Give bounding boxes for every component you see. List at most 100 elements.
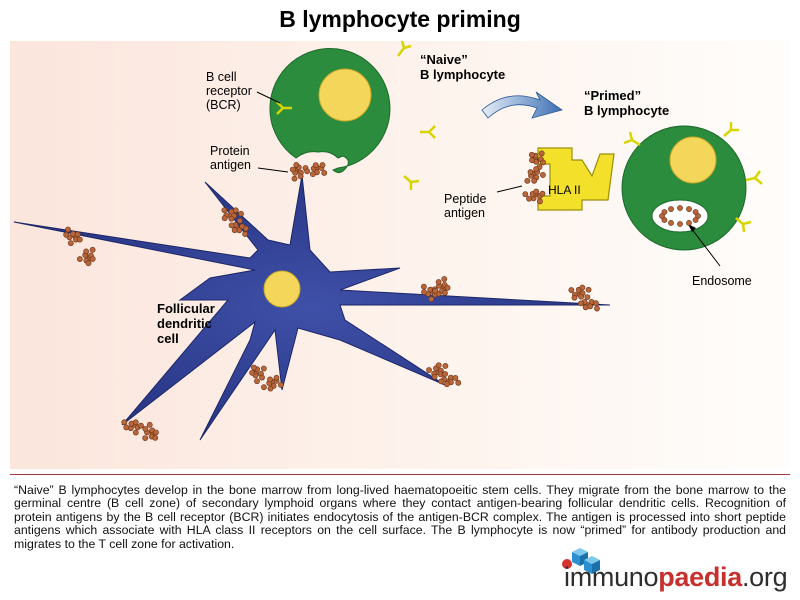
antigen-bead — [65, 226, 71, 233]
antigen-bead — [585, 286, 592, 293]
antigen-bead — [297, 173, 304, 180]
antigen-bead — [578, 293, 585, 300]
antigen-bead — [67, 240, 74, 247]
endosome-antigen-bead — [692, 209, 699, 215]
antigen-bead — [74, 231, 81, 238]
primed-b-lymphocyte — [621, 125, 747, 251]
antigen-bead — [455, 379, 462, 386]
antigen-bead — [89, 246, 96, 253]
antigen-bead — [531, 177, 538, 184]
endosome-antigen-bead — [677, 205, 683, 211]
logo-text-immuno: immuno — [564, 562, 659, 592]
antigen-bead — [442, 289, 448, 296]
bcr-label: B cell receptor (BCR) — [206, 70, 252, 112]
antigen-bead — [89, 256, 96, 262]
antigen-bead — [243, 225, 249, 232]
antigen-bead — [578, 300, 584, 307]
antigen-bead — [594, 305, 600, 312]
antigen-bead — [267, 376, 273, 383]
antigen-bead — [76, 256, 83, 262]
antigen-bead — [304, 168, 311, 175]
antigen-bead — [593, 300, 599, 307]
peptide-antigen-label: Peptide antigen — [444, 192, 487, 220]
naive-b-lymphocyte-label: “Naive” B lymphocyte — [420, 52, 506, 82]
antigen-bead — [432, 287, 439, 294]
antigen-bead — [452, 375, 459, 381]
priming-arrow — [481, 91, 563, 119]
antigen-bead — [221, 215, 228, 222]
antigen-bead — [426, 367, 432, 373]
antigen-bead — [289, 166, 296, 173]
antigen-bead — [278, 382, 284, 388]
antigen-bead — [232, 207, 239, 214]
caption-text: “Naive” B lymphocytes develop in the bon… — [14, 483, 786, 551]
immunopaedia-logo[interactable]: immunopaedia.org — [564, 560, 788, 594]
follicular-dendritic-cell-label: Follicular dendritic cell — [157, 301, 215, 346]
antigen-bead — [420, 283, 427, 290]
primed-receptors — [623, 122, 763, 233]
antigen-bead — [444, 381, 450, 388]
follicular-dendritic-cell — [13, 174, 611, 441]
endosome-label: Endosome — [692, 274, 752, 288]
antigen-bead — [528, 151, 535, 158]
antigen-bead — [238, 210, 244, 217]
antigen-bead — [228, 222, 235, 229]
antigen-bead — [529, 157, 535, 164]
antigen-bead — [584, 294, 591, 301]
antigen-bead — [76, 236, 83, 243]
antigen-bead — [83, 248, 90, 255]
antigen-bead — [123, 424, 130, 431]
page-title: B lymphocyte priming — [279, 6, 521, 32]
antigen-bead — [568, 287, 575, 293]
diagram-panel — [10, 41, 790, 469]
bcr-receptors — [276, 40, 436, 190]
antigen-bead — [428, 296, 435, 303]
protein-antigen-label: Protein antigen — [210, 144, 252, 172]
endosome-antigen-bead — [677, 221, 683, 227]
antigen-bead — [539, 190, 546, 197]
antigen-bead — [132, 419, 139, 426]
antigen-bead — [267, 385, 274, 392]
antigen-bead — [312, 162, 319, 169]
logo-cubes-icon — [562, 548, 600, 574]
antigen-bead — [254, 378, 260, 385]
naive-b-lymphocyte — [269, 48, 391, 174]
antigen-bead — [442, 363, 449, 369]
antigen-bead — [231, 227, 238, 234]
antigen-bead — [153, 429, 159, 436]
antigen-bead — [291, 175, 298, 182]
antigen-bead — [431, 373, 438, 380]
antigen-bead — [321, 170, 328, 176]
antigen-bead — [524, 177, 531, 184]
antigen-bead — [142, 426, 149, 432]
antigen-bead — [121, 419, 128, 426]
antigen-bead — [441, 276, 448, 282]
hla-class-ii-molecule — [537, 147, 615, 211]
endosome-antigen-bead — [661, 209, 668, 215]
antigen-bead — [146, 421, 153, 428]
antigen-bead — [533, 166, 540, 172]
antigen-bead — [261, 384, 267, 391]
antigen-bead — [579, 284, 586, 291]
logo-text-paedia: paedia — [658, 562, 742, 592]
antigen-bead — [533, 188, 540, 195]
antigen-bead — [539, 172, 546, 178]
antigen-bead — [526, 195, 532, 202]
antigen-bead — [132, 429, 139, 436]
antigen-bead — [435, 279, 442, 285]
antigen-bead — [319, 162, 326, 168]
antigen-bead — [228, 215, 235, 222]
pointer-lines — [256, 91, 721, 267]
naive-nucleus — [318, 68, 372, 122]
antigen-bead — [522, 191, 529, 198]
fdc-nucleus — [263, 270, 301, 308]
antigen-bead — [435, 362, 442, 369]
divider — [10, 474, 790, 475]
antigen-bead — [242, 231, 249, 237]
hla-ii-label: HLA II — [548, 183, 581, 197]
antigen-bead — [236, 217, 243, 224]
antigen-bead — [527, 169, 534, 175]
antigen-bead — [438, 378, 445, 385]
antigen-bead — [259, 374, 265, 381]
antigen-bead — [152, 434, 159, 441]
